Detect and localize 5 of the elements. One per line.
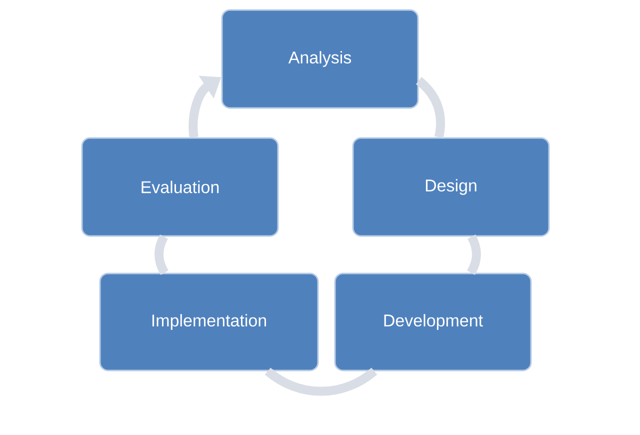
process-box: Development bbox=[334, 272, 532, 372]
process-box: Evaluation bbox=[81, 137, 279, 237]
process-box: Design bbox=[352, 137, 550, 237]
process-box: Implementation bbox=[99, 272, 319, 372]
process-box: Analysis bbox=[221, 9, 419, 109]
